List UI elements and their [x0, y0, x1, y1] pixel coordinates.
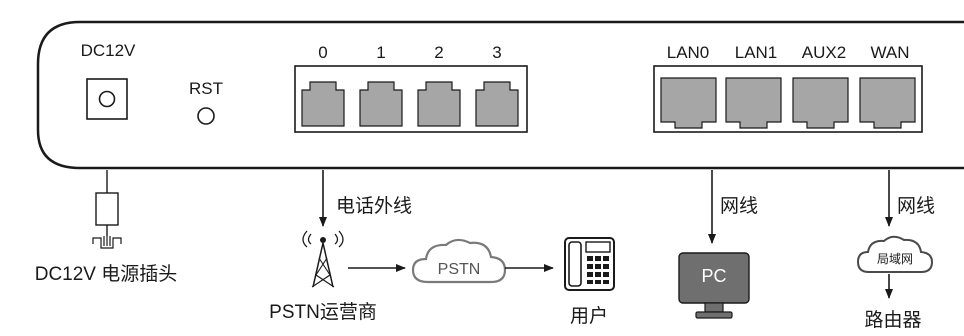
power-port-socket — [98, 90, 116, 108]
network-port-aux2 — [792, 77, 849, 129]
phone-port-2 — [417, 81, 461, 127]
router-label: 路由器 — [864, 309, 921, 331]
reset-label: RST — [189, 79, 223, 98]
pc-monitor-icon — [678, 252, 750, 319]
phone-line-label: 电话外线 — [336, 195, 412, 217]
power-plug-label: DC12V 电源插头 — [35, 263, 178, 285]
wan-cable-label: 网线 — [897, 195, 935, 217]
network-port-label-lan0: LAN0 — [667, 43, 710, 62]
pstn-operator-label: PSTN运营商 — [269, 301, 377, 323]
phone-port-label-2: 2 — [434, 43, 443, 62]
pstn-cloud-icon — [411, 238, 507, 284]
radio-tower-icon — [302, 230, 344, 288]
user-label: 用户 — [570, 305, 608, 327]
network-port-label-aux2: AUX2 — [802, 43, 846, 62]
lan-cloud-icon — [856, 235, 934, 273]
network-port-lan1 — [725, 77, 782, 129]
reset-button — [197, 107, 215, 125]
power-port-label: DC12V — [81, 41, 136, 60]
pc-cable-label: 网线 — [720, 195, 758, 217]
phone-port-0 — [301, 81, 345, 127]
power-port — [86, 78, 128, 120]
phone-port-label-3: 3 — [492, 43, 501, 62]
pc-label: PC — [701, 266, 726, 286]
network-port-wan — [859, 77, 916, 129]
phone-port-1 — [359, 81, 403, 127]
telephone-icon — [564, 237, 615, 291]
phone-port-label-0: 0 — [318, 43, 327, 62]
network-port-lan0 — [660, 77, 717, 129]
power-plug-icon — [92, 170, 122, 249]
lan-cloud-label: 局域网 — [877, 252, 913, 266]
network-port-label-wan: WAN — [870, 43, 909, 62]
device-chassis — [36, 20, 964, 170]
pstn-cloud-label: PSTN — [438, 261, 481, 278]
phone-port-label-1: 1 — [376, 43, 385, 62]
network-port-label-lan1: LAN1 — [735, 43, 778, 62]
phone-port-3 — [475, 81, 519, 127]
